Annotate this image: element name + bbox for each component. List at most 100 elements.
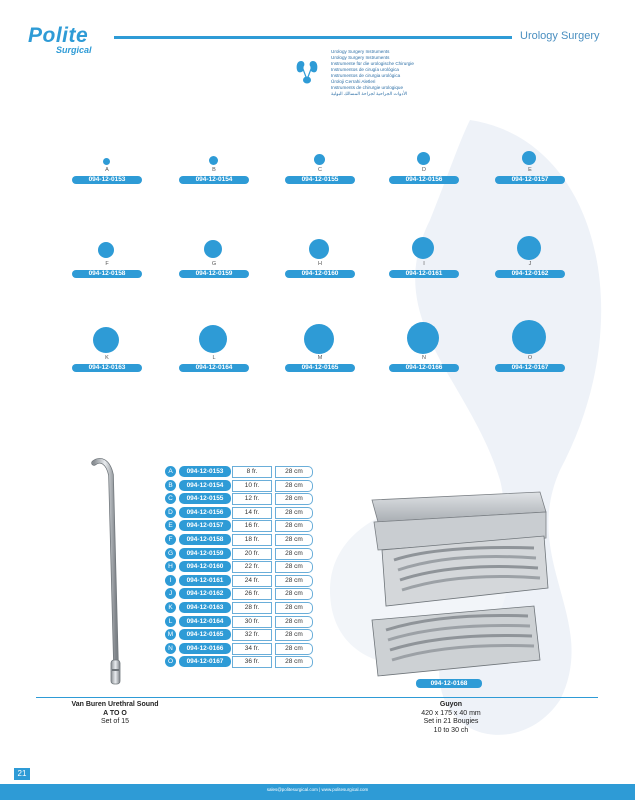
table-row: L 094-12-0164 30 fr. 28 cm	[165, 615, 315, 628]
product-code: 094-12-0153	[72, 176, 142, 184]
table-row: M 094-12-0165 32 fr. 28 cm	[165, 629, 315, 642]
page-number: 21	[14, 768, 30, 780]
size-item: C 094-12-0155	[285, 154, 365, 190]
row-code: 094-12-0167	[179, 656, 231, 668]
size-letter: B	[212, 167, 216, 173]
row-letter: J	[165, 588, 176, 600]
size-item: I 094-12-0161	[389, 237, 469, 285]
row-code: 094-12-0157	[179, 520, 231, 532]
row-code: 094-12-0166	[179, 642, 231, 654]
row-letter: B	[165, 479, 176, 491]
language-line: Instruments de chirurgie urologique	[331, 85, 404, 90]
row-length: 28 cm	[275, 534, 313, 546]
left-caption-title: Van Buren Urethral Sound	[71, 701, 159, 708]
row-fr: 26 fr.	[232, 588, 272, 601]
footer-bar	[0, 784, 635, 800]
row-length: 28 cm	[275, 629, 313, 642]
header-divider	[114, 36, 512, 39]
table-row: F 094-12-0158 18 fr. 28 cm	[165, 534, 315, 546]
row-fr: 20 fr.	[232, 547, 272, 560]
row-code: 094-12-0158	[179, 534, 231, 545]
section-title: Urology Surgery	[520, 30, 600, 42]
product-code: 094-12-0165	[285, 364, 355, 372]
product-code: 094-12-0158	[72, 270, 142, 278]
language-line: Instrumentos de cirugía urológica	[331, 67, 399, 72]
row-code: 094-12-0165	[179, 629, 231, 641]
product-code: 094-12-0163	[72, 364, 142, 372]
size-letter: N	[422, 355, 426, 361]
kidney-icon	[296, 61, 318, 84]
brand-logo: Polite	[28, 24, 89, 47]
size-item: J 094-12-0162	[495, 236, 575, 285]
size-circle	[512, 320, 546, 354]
product-code: 094-12-0161	[389, 270, 459, 278]
language-line: Instrumentos de cirurgia urológica	[331, 73, 401, 78]
caption-divider	[36, 697, 598, 698]
size-circle	[517, 236, 541, 260]
size-item: O 094-12-0167	[495, 320, 575, 380]
size-item: F 094-12-0158	[72, 242, 152, 285]
table-row: J 094-12-0162 26 fr. 28 cm	[165, 588, 315, 601]
row-fr: 12 fr.	[232, 493, 272, 506]
row-code: 094-12-0160	[179, 561, 231, 573]
row-letter: K	[165, 602, 176, 613]
language-line: Urology Surgery Instruments	[331, 49, 390, 54]
row-length: 28 cm	[275, 615, 313, 628]
size-item: A 094-12-0153	[72, 155, 152, 190]
product-code: 094-12-0162	[495, 270, 565, 278]
size-circle	[314, 154, 325, 165]
guyon-tray-image	[371, 491, 549, 677]
row-letter: D	[165, 506, 176, 518]
product-code: 094-12-0156	[389, 176, 459, 184]
row-code: 094-12-0155	[179, 493, 231, 505]
left-caption-set: Set of 15	[100, 718, 130, 725]
row-fr: 34 fr.	[232, 642, 272, 655]
product-code: 094-12-0159	[179, 270, 249, 278]
row-fr: 24 fr.	[232, 574, 272, 587]
size-letter: C	[318, 167, 322, 173]
row-letter: G	[165, 547, 176, 559]
product-code: 094-12-0157	[495, 176, 565, 184]
row-fr: 30 fr.	[232, 615, 272, 628]
left-caption: Van Buren Urethral Sound A TO O Set of 1…	[40, 701, 190, 727]
size-circle	[199, 325, 227, 353]
size-letter: O	[527, 355, 533, 361]
row-letter: L	[165, 615, 176, 627]
size-circle	[309, 239, 329, 259]
row-length: 28 cm	[275, 520, 313, 533]
language-line: Instrumente für die urologische Chirurgi…	[331, 61, 414, 66]
row-fr: 14 fr.	[232, 506, 272, 519]
row-length: 28 cm	[275, 561, 313, 574]
row-fr: 32 fr.	[232, 629, 272, 642]
table-row: G 094-12-0159 20 fr. 28 cm	[165, 547, 315, 560]
size-circle	[304, 324, 334, 354]
table-row: B 094-12-0154 10 fr. 28 cm	[165, 479, 315, 492]
row-length: 28 cm	[275, 506, 313, 519]
size-letter: D	[422, 167, 426, 173]
brand-logo-sub: Surgical	[56, 45, 92, 55]
table-row: N 094-12-0166 34 fr. 28 cm	[165, 642, 315, 655]
size-circle	[93, 327, 119, 353]
row-letter: M	[165, 629, 176, 641]
row-fr: 28 fr.	[232, 602, 272, 614]
size-item: M 094-12-0165	[285, 324, 365, 380]
row-letter: C	[165, 493, 176, 505]
row-length: 28 cm	[275, 642, 313, 655]
row-length: 28 cm	[275, 493, 313, 506]
language-line: Urology Surgery Instruments	[331, 55, 390, 60]
size-circle	[412, 237, 434, 259]
row-letter: H	[165, 561, 176, 573]
size-circle	[204, 240, 222, 258]
footer-contact: sales@politesurgical.com | www.politesur…	[266, 787, 369, 792]
size-letter: M	[317, 355, 323, 361]
row-length: 28 cm	[275, 656, 313, 669]
right-caption: Guyon 420 x 175 x 40 mm Set in 21 Bougie…	[386, 701, 516, 735]
row-letter: N	[165, 642, 176, 654]
size-letter: I	[423, 261, 425, 267]
size-circle	[407, 322, 439, 354]
row-fr: 18 fr.	[232, 534, 272, 546]
row-letter: E	[165, 520, 176, 532]
size-letter: G	[211, 261, 217, 267]
row-letter: O	[165, 656, 176, 668]
size-letter: F	[105, 261, 109, 267]
